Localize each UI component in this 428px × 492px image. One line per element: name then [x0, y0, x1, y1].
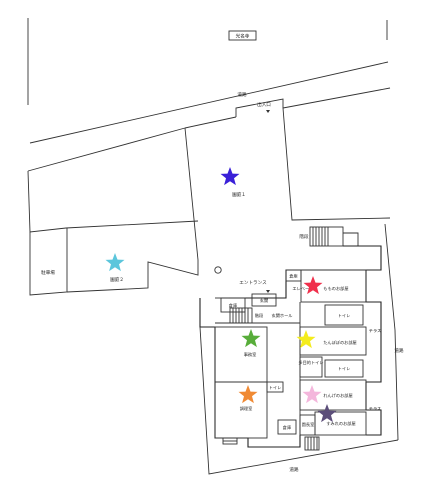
renge-room-box — [299, 379, 367, 411]
storage-label: 倉庫 — [229, 302, 237, 309]
garden2-label: 園庭２ — [110, 276, 124, 283]
gate-label: 出入口 — [257, 101, 271, 108]
road-right-label: 道路 — [394, 347, 404, 354]
tanpopo-star — [296, 330, 316, 349]
gate-box — [235, 98, 284, 117]
road-bottom-label: 道路 — [289, 466, 299, 473]
parking-box — [29, 228, 68, 296]
office-box — [214, 326, 268, 383]
road-top-label: 道路 — [237, 91, 247, 98]
storage3-label: 倉庫 — [283, 424, 291, 431]
terrace1-label: テラス — [369, 328, 381, 334]
toilet2-box — [324, 359, 364, 378]
momo-star — [303, 276, 323, 295]
entry-hall-label: 玄関ホール — [272, 312, 293, 319]
entrance-label: エントランス — [239, 280, 267, 286]
garden1-edge — [184, 127, 199, 261]
nursing-label: 園長室 — [302, 421, 315, 428]
multi-toilet-label: 多目的トイレ — [298, 359, 323, 366]
temple-label: 光名寺 — [236, 33, 250, 40]
momo-room-label: もものお部屋 — [323, 285, 348, 292]
office-star — [241, 329, 261, 348]
sumire-room-label: すみれのお部屋 — [326, 420, 355, 427]
nursing-box — [299, 414, 316, 436]
inner-stairs-label: 階段 — [255, 312, 264, 319]
toilet3-label: トイレ — [269, 385, 282, 390]
office-label: 事務室 — [244, 351, 257, 358]
garden2-edge — [66, 260, 199, 293]
elevator-room-label: 倉庫 — [289, 273, 297, 280]
road-right-line — [384, 223, 399, 441]
garden1-label: 園庭１ — [232, 191, 246, 198]
stairs-rail — [343, 232, 359, 246]
tanpopo-room-box — [299, 326, 367, 356]
kitchen-label: 調理室 — [240, 405, 253, 412]
road-bottom-line — [199, 326, 399, 475]
toilet1-box — [324, 304, 364, 326]
stairs-label: 階段 — [299, 233, 309, 240]
building-wall-right — [343, 245, 382, 436]
foyer-label: 玄関 — [260, 297, 268, 304]
temple-box — [228, 30, 257, 41]
road-line — [29, 61, 389, 144]
foyer-box — [251, 293, 277, 307]
stairs-treads — [312, 227, 329, 246]
gate-arrow — [266, 110, 270, 113]
garden1-edge — [282, 107, 391, 221]
renge-room-label: れんげのお部屋 — [323, 392, 352, 399]
toilet2-label: トイレ — [338, 366, 351, 371]
toilet1-label: トイレ — [338, 313, 351, 318]
renge-star — [302, 385, 322, 404]
garden2-star — [105, 253, 125, 272]
stars-layer — [105, 167, 337, 423]
inner-stairs-treads — [232, 308, 249, 323]
garden2-edge — [27, 170, 199, 233]
kitchen-box — [214, 381, 268, 439]
road-line — [27, 127, 186, 172]
bottom-steps-right — [304, 436, 320, 451]
tanpopo-room-label: たんぽぽのお部屋 — [323, 339, 357, 346]
entrance-arrow — [266, 290, 270, 293]
multi-toilet-box — [299, 356, 323, 378]
parking-label: 駐車場 — [41, 269, 55, 276]
tree-circle — [214, 266, 222, 274]
momo-room-box — [300, 269, 367, 303]
garden1-star — [220, 167, 240, 186]
elevator-label: エレベーター — [292, 285, 317, 292]
stairs-box — [309, 226, 344, 247]
road-line — [184, 116, 237, 129]
storage3-box — [277, 419, 297, 435]
sumire-star — [317, 404, 337, 423]
terrace2-label: テラス — [369, 406, 381, 412]
kitchen-star — [238, 385, 258, 404]
road-line — [282, 87, 391, 109]
